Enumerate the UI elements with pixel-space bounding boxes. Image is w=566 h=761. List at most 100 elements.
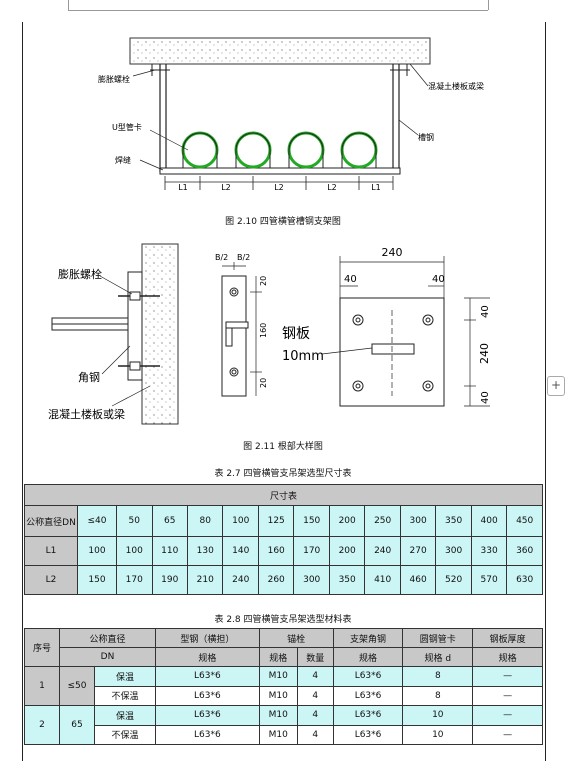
dim-half-b-2: B/2 bbox=[237, 253, 250, 262]
table-row: L1 100 100 110 130 140 160 170 200 240 2… bbox=[24, 536, 543, 566]
clamp-cell: 8 bbox=[402, 666, 474, 687]
l1-cell: 100 bbox=[76, 536, 118, 566]
fig1-caption: 图 2.10 四管横管槽钢支架图 bbox=[225, 217, 341, 227]
table1-caption: 表 2.7 四管横管支吊架选型尺寸表 bbox=[214, 469, 352, 479]
qty-cell: 4 bbox=[296, 705, 334, 726]
dn-cell: 300 bbox=[399, 505, 437, 537]
dn-label: 公称直径DN bbox=[24, 505, 78, 537]
l2-cell: 350 bbox=[328, 565, 366, 595]
spec-header: 规格 bbox=[155, 647, 260, 667]
bracket-cell: L63*6 bbox=[332, 666, 404, 687]
l2-cell: 520 bbox=[435, 565, 472, 595]
plate-cell: — bbox=[472, 724, 543, 745]
plate-cell: — bbox=[472, 666, 543, 687]
qty-header: 数量 bbox=[296, 647, 334, 667]
l1-cell: 160 bbox=[257, 536, 295, 566]
table2-caption: 表 2.8 四管横管支吊架选型材料表 bbox=[214, 615, 352, 625]
label-angle-steel: 角钢 bbox=[78, 371, 100, 384]
label-steel-plate: 钢板 bbox=[282, 326, 310, 342]
type-cell: 不保温 bbox=[94, 724, 156, 745]
l2-cell: 190 bbox=[151, 565, 189, 595]
dn-cell: 200 bbox=[328, 505, 366, 537]
l1-cell: 330 bbox=[470, 536, 508, 566]
bracket-header: 支架角钢 bbox=[332, 628, 404, 648]
concrete-slab bbox=[129, 37, 431, 65]
clamp-cell: 10 bbox=[402, 705, 474, 726]
dim-20-bottom: 20 bbox=[259, 378, 268, 388]
bracket-cell: L63*6 bbox=[332, 705, 404, 726]
table-row: 不保温 L63*6 M10 4 L63*6 8 — bbox=[25, 685, 543, 706]
l1-cell: 300 bbox=[435, 536, 472, 566]
table-row: 不保温 L63*6 M10 4 L63*6 10 — bbox=[25, 724, 543, 745]
material-table: 序号 公称直径 型钢（横担） 锚栓 支架角钢 圆钢管卡 钢板厚度 DN 规格 规… bbox=[24, 628, 543, 745]
l1-cell: 100 bbox=[116, 536, 153, 566]
l2-cell: 300 bbox=[293, 565, 330, 595]
l1-cell: 110 bbox=[151, 536, 189, 566]
size-table: 尺寸表 公称直径DN ≤40 50 65 80 100 125 150 200 … bbox=[24, 484, 543, 595]
dim-l1-left: L1 bbox=[178, 183, 188, 192]
l1-cell: 170 bbox=[293, 536, 330, 566]
l2-cell: 260 bbox=[257, 565, 295, 595]
plate-cell: — bbox=[472, 685, 543, 706]
dim-l2-3: L2 bbox=[327, 183, 337, 192]
l1-label: L1 bbox=[24, 536, 78, 566]
seq-cell: 1 bbox=[24, 666, 60, 706]
dim-40-bottom: 40 bbox=[480, 391, 491, 404]
table-row: 1 ≤50 保温 L63*6 M10 4 L63*6 8 — bbox=[24, 666, 543, 706]
label-weld: 焊缝 bbox=[115, 155, 131, 165]
channel-cell: L63*6 bbox=[155, 666, 260, 687]
anchor-spec-header: 规格 bbox=[258, 647, 298, 667]
dn-cell: ≤50 bbox=[59, 666, 95, 706]
l1-cell: 140 bbox=[222, 536, 259, 566]
bracket-cell: L63*6 bbox=[332, 724, 404, 745]
dn-cell: 450 bbox=[506, 505, 543, 537]
l1-cell: 130 bbox=[186, 536, 224, 566]
anchor-header: 锚栓 bbox=[258, 628, 334, 648]
dim-160: 160 bbox=[259, 323, 268, 338]
channel-beam bbox=[159, 167, 401, 175]
anchor-cell: M10 bbox=[258, 724, 298, 745]
dn-cell: 350 bbox=[435, 505, 472, 537]
dn-cell: 100 bbox=[222, 505, 259, 537]
seq-header: 序号 bbox=[24, 628, 60, 667]
dim-40-top: 40 bbox=[480, 305, 491, 318]
dn-cell: 125 bbox=[257, 505, 295, 537]
anchor-cell: M10 bbox=[258, 666, 298, 687]
l2-cell: 170 bbox=[116, 565, 153, 595]
dn-cell: 50 bbox=[116, 505, 153, 537]
plate-spec-header: 规格 bbox=[472, 647, 543, 667]
label-concrete: 混凝土楼板或梁 bbox=[428, 81, 484, 91]
l1-cell: 270 bbox=[399, 536, 437, 566]
dim-l2-1: L2 bbox=[221, 183, 231, 192]
label-expansion-bolt-2: 膨胀螺栓 bbox=[58, 267, 102, 281]
dim-half-b-1: B/2 bbox=[215, 253, 228, 262]
l1-cell: 240 bbox=[364, 536, 401, 566]
l2-cell: 150 bbox=[76, 565, 118, 595]
clamp-spec-header: 规格 d bbox=[402, 647, 474, 667]
l2-cell: 210 bbox=[186, 565, 224, 595]
header-rule-left bbox=[68, 0, 69, 10]
bracket-cell: L63*6 bbox=[332, 685, 404, 706]
dim-l1-right: L1 bbox=[371, 183, 381, 192]
clamp-cell: 8 bbox=[402, 685, 474, 706]
l2-cell: 410 bbox=[364, 565, 401, 595]
dn-cell: 65 bbox=[151, 505, 189, 537]
dim-20-top: 20 bbox=[259, 276, 268, 286]
clamp-header: 圆钢管卡 bbox=[402, 628, 474, 648]
type-cell: 不保温 bbox=[94, 685, 156, 706]
dim-240-width: 240 bbox=[382, 246, 403, 259]
dn-cell: ≤40 bbox=[76, 505, 118, 537]
anchor-cell: M10 bbox=[258, 705, 298, 726]
anchor-cell: M10 bbox=[258, 685, 298, 706]
dim-l2-2: L2 bbox=[274, 183, 284, 192]
figure-2-11: 膨胀螺栓 角钢 混凝土楼板或梁 B/2 B/2 20 160 20 240 40… bbox=[48, 243, 491, 425]
l2-label: L2 bbox=[24, 565, 78, 595]
expand-button[interactable]: + bbox=[547, 376, 565, 396]
pipe-group bbox=[181, 131, 378, 169]
l2-cell: 240 bbox=[222, 565, 259, 595]
table-row: 2 65 保温 L63*6 M10 4 L63*6 10 — bbox=[24, 705, 543, 745]
dim-40-left: 40 bbox=[344, 274, 357, 285]
channel-cell: L63*6 bbox=[155, 705, 260, 726]
label-concrete-2: 混凝土楼板或梁 bbox=[48, 407, 125, 421]
fig2-caption: 图 2.11 根部大样图 bbox=[243, 442, 323, 452]
